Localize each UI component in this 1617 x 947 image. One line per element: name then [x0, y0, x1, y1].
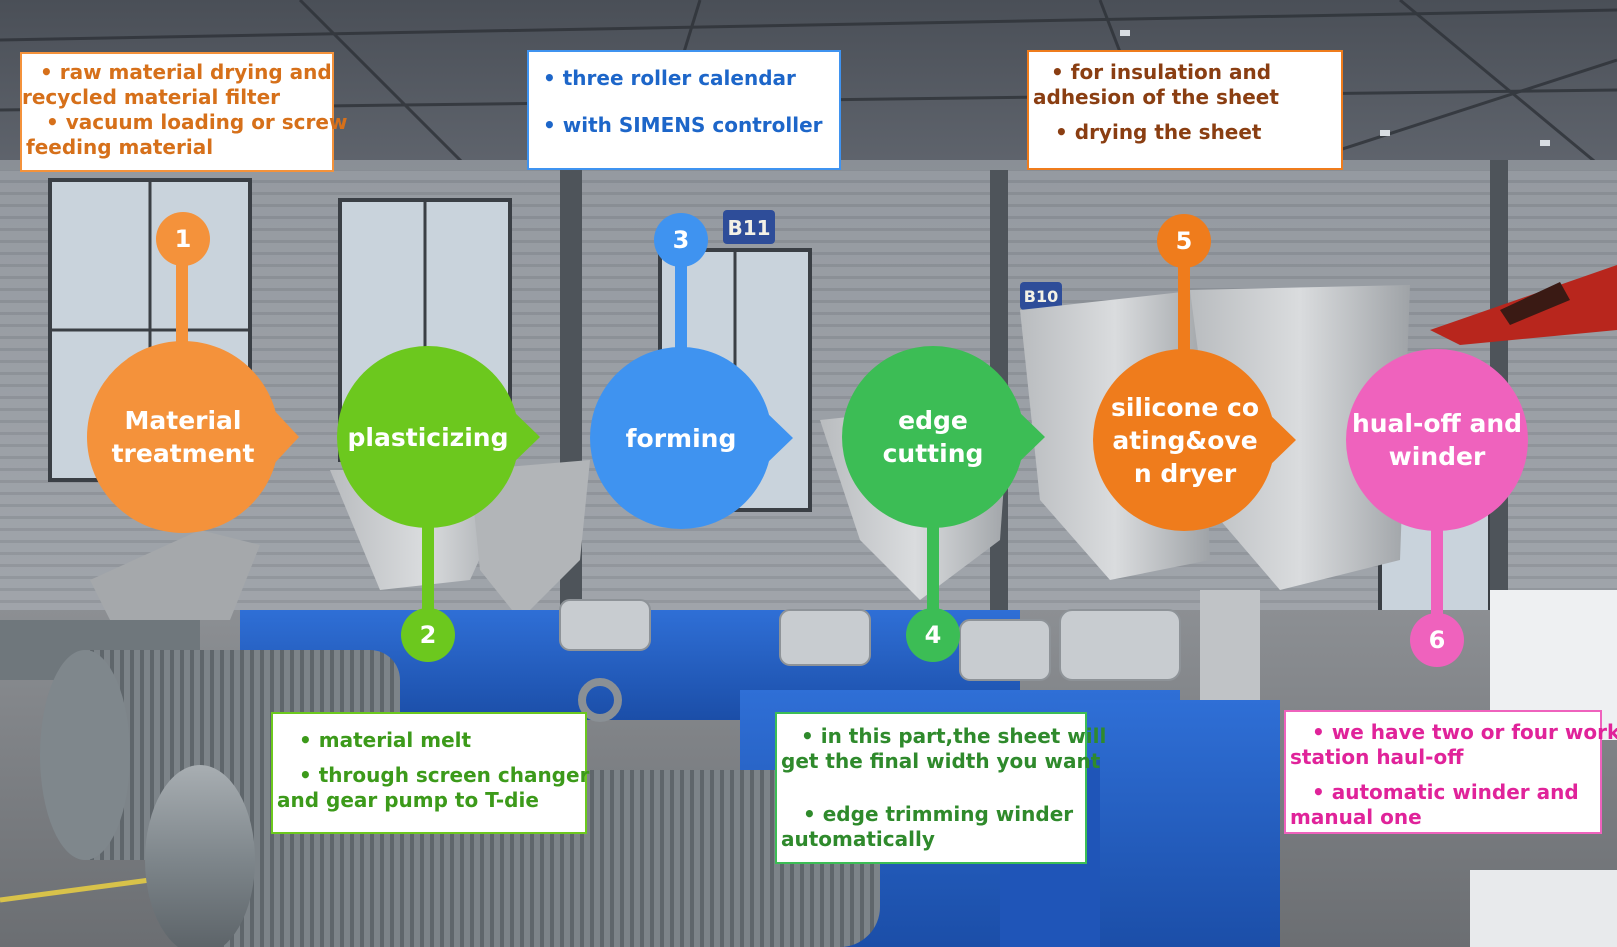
note-line: • automatic winder and	[1312, 780, 1579, 804]
stage-5-marker	[1093, 214, 1296, 531]
note-line: recycled material filter	[22, 85, 281, 109]
note-line: • drying the sheet	[1055, 120, 1262, 144]
stage-3-marker	[590, 213, 793, 529]
note-line: manual one	[1290, 805, 1422, 829]
note-silicone-dryer: • for insulation and adhesion of the she…	[1027, 50, 1343, 170]
note-line: adhesion of the sheet	[1033, 85, 1279, 109]
note-plasticizing: • material melt • through screen changer…	[271, 712, 590, 834]
stage-4-marker	[842, 346, 1045, 662]
note-line: • with SIMENS controller	[543, 113, 823, 137]
note-line: • vacuum loading or screw	[46, 110, 348, 134]
note-line: • in this part,the sheet will	[801, 724, 1107, 748]
note-forming: • three roller calendar • with SIMENS co…	[527, 50, 841, 170]
stage-1-marker	[87, 212, 299, 533]
bay-sign-b10: B10	[1024, 287, 1058, 306]
note-line: • through screen changer	[299, 763, 590, 787]
stage-6-marker	[1346, 349, 1528, 667]
bay-sign-b11: B11	[727, 216, 770, 240]
stage-2-marker	[337, 346, 540, 662]
note-line: • we have two or four work	[1312, 720, 1617, 744]
note-line: get the final width you want	[781, 749, 1101, 773]
note-line: • three roller calendar	[543, 66, 796, 90]
note-haul-off: • we have two or four work station haul-…	[1284, 710, 1617, 834]
note-line: automatically	[781, 827, 935, 851]
note-line: station haul-off	[1290, 745, 1464, 769]
note-line: • material melt	[299, 728, 472, 752]
note-material-treatment: • raw material drying and recycled mater…	[20, 52, 348, 172]
note-line: feeding material	[26, 135, 214, 159]
note-line: • raw material drying and	[40, 60, 332, 84]
note-edge-cutting: • in this part,the sheet will get the fi…	[775, 712, 1107, 864]
note-line: • edge trimming winder	[803, 802, 1074, 826]
note-line: and gear pump to T-die	[277, 788, 539, 812]
note-line: • for insulation and	[1051, 60, 1272, 84]
